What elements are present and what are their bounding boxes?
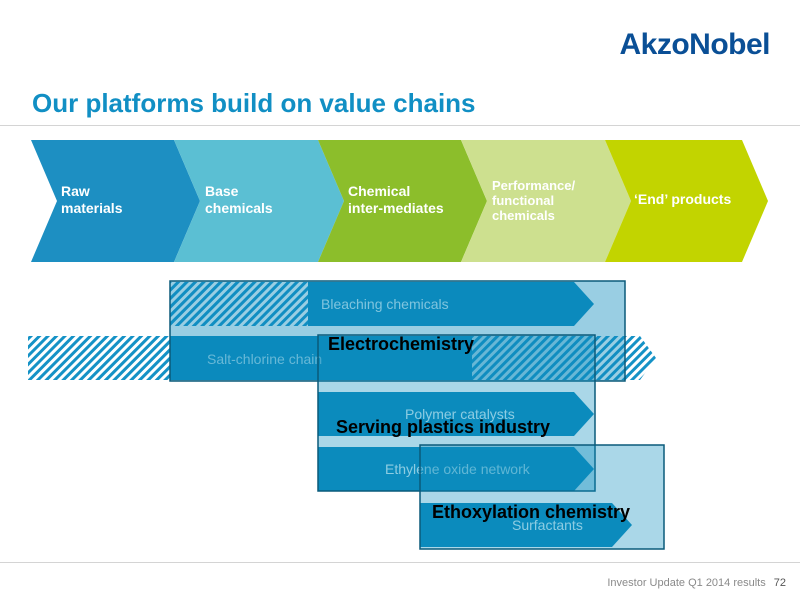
header-divider [0,125,800,126]
stage-performance-chemicals [461,140,631,262]
bleaching-arrow [308,282,594,326]
platform-label-ethoxylation: Ethoxylation chemistry [432,502,630,522]
platform-label-electrochemistry: Electrochemistry [328,334,474,354]
page-number: 72 [773,577,786,589]
ethylene-label: Ethylene oxide network [385,461,531,477]
polymer-label: Polymer catalysts [405,406,515,422]
stage-label-base-chemicals: Base chemicals [205,183,273,216]
salt-chlorine-hatch-right [472,336,656,380]
platform-ethoxylation [419,444,665,550]
plastics-chains: Polymer catalysts Ethylene oxide network [318,392,594,491]
bleaching-chain: Bleaching chemicals [170,282,594,326]
footer-text: Investor Update Q1 2014 results [607,577,766,589]
polymer-arrow [318,392,594,436]
stage-end-products [605,140,768,262]
bleaching-hatch [170,282,308,326]
ethylene-arrow [318,447,594,491]
salt-chlorine-label: Salt-chlorine chain [207,351,322,367]
platform-plastics [317,334,596,492]
footer: Investor Update Q1 2014 results 72 [607,577,786,589]
surfactants-arrow [420,503,632,547]
platform-electrochemistry [169,280,626,382]
surfactants-label: Surfactants [512,517,583,533]
page-title: Our platforms build on value chains [32,88,476,118]
salt-chlorine-bar [170,336,472,380]
stage-label-end-products: ‘End’ products [634,191,731,207]
footer-divider [0,562,800,563]
stage-label-performance-chemicals: Performance/ functional chemicals [492,178,579,223]
value-chain-stages: Raw materials Base chemicals Chemical in… [31,140,768,262]
stage-chemical-intermediates [318,140,487,262]
stage-label-raw-materials: Raw materials [61,183,123,216]
stage-label-chemical-intermediates: Chemical inter-mediates [348,183,444,216]
stage-base-chemicals [174,140,344,262]
stage-raw-materials [31,140,200,262]
platform-label-plastics: Serving plastics industry [336,417,550,437]
salt-chlorine-chain: Salt-chlorine chain [28,336,656,380]
bleaching-label: Bleaching chemicals [321,296,449,312]
surfactants-chain: Surfactants [420,503,632,547]
akzonobel-logo: AkzoNobel [619,28,770,61]
salt-chlorine-hatch-left [28,336,170,380]
